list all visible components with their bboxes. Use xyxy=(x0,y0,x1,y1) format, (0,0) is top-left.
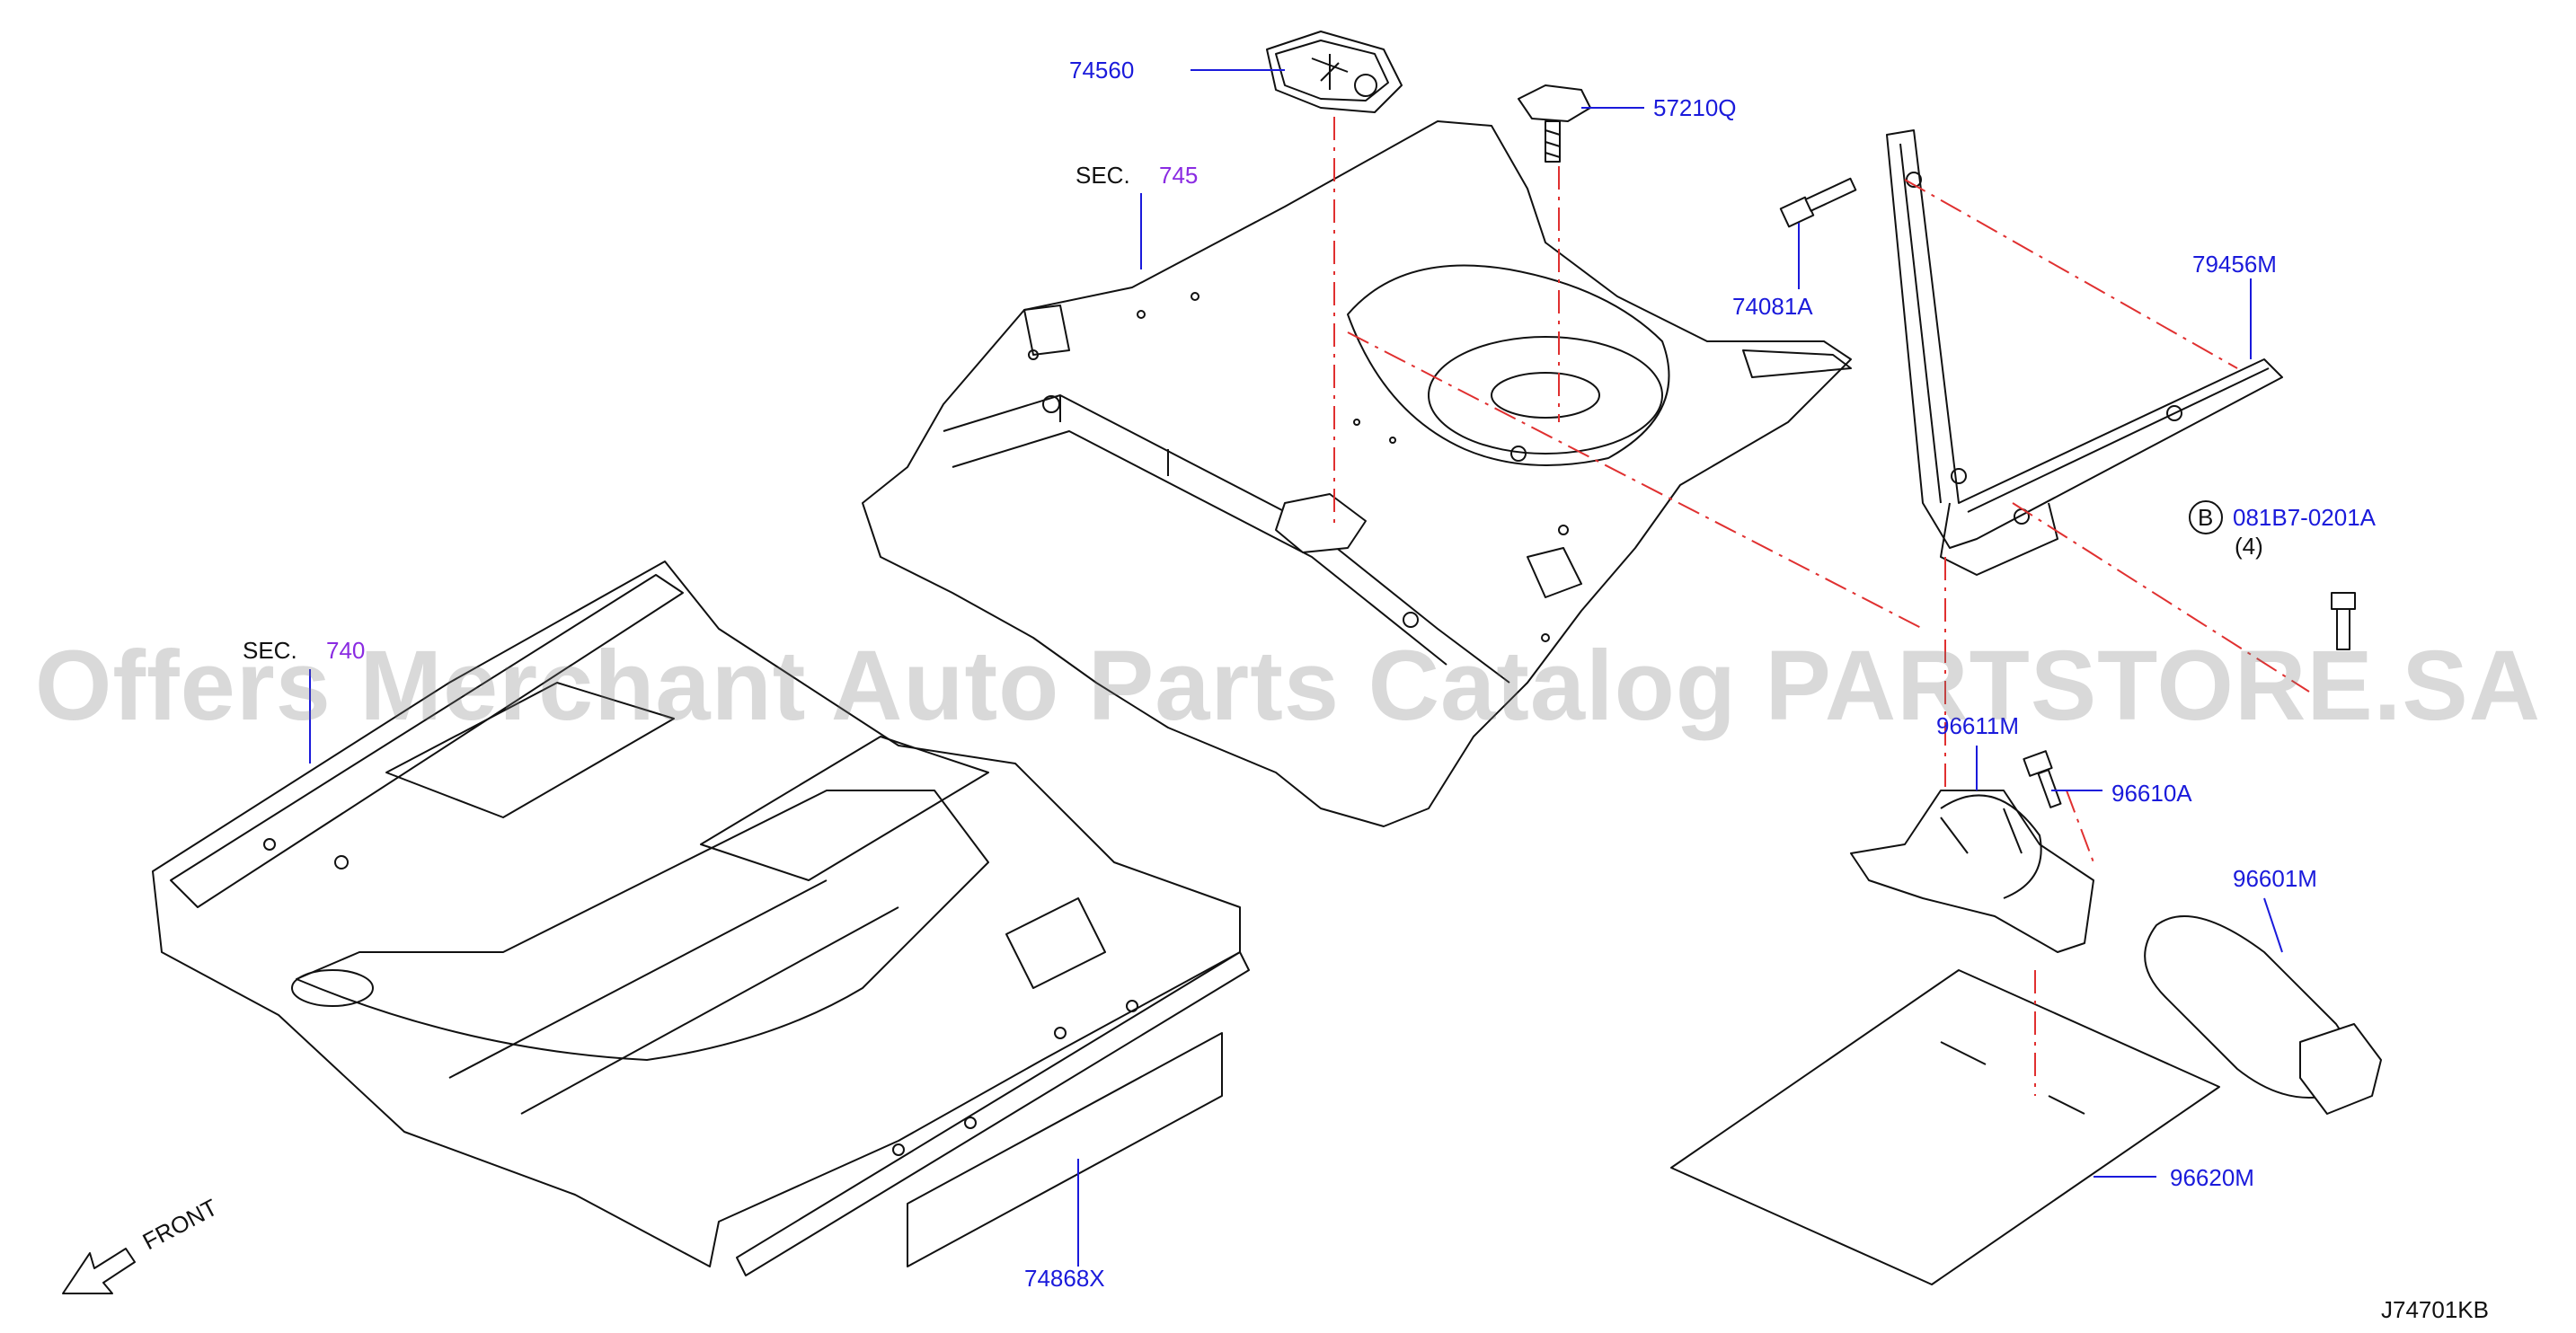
front-arrow-icon xyxy=(62,1248,136,1294)
bolt-96610A xyxy=(2023,750,2062,808)
sheet-96620M xyxy=(1670,969,2220,1285)
knob-57210Q xyxy=(1518,84,1591,163)
watermark-text: Offers Merchant Auto Parts Catalog PARTS… xyxy=(34,631,2542,741)
part-qty-081B7: (4) xyxy=(2235,533,2263,560)
part-label-74868X[interactable]: 74868X xyxy=(1024,1265,1105,1292)
badge-circle xyxy=(2189,500,2223,534)
part-label-96620M[interactable]: 96620M xyxy=(2170,1164,2254,1191)
bolt-081B7 xyxy=(2331,592,2356,650)
part-label-74081A[interactable]: 74081A xyxy=(1732,293,1813,320)
section-link-740[interactable]: 740 xyxy=(326,637,365,664)
leader-lines xyxy=(309,69,2283,1267)
clamp-96611M xyxy=(1850,790,2094,953)
part-label-96610A[interactable]: 96610A xyxy=(2111,780,2192,807)
bracket-79456M xyxy=(1886,129,2283,576)
rear-floor-panel xyxy=(862,120,1852,827)
part-label-74560[interactable]: 74560 xyxy=(1069,57,1134,84)
part-label-57210Q[interactable]: 57210Q xyxy=(1653,94,1737,121)
front-label: FRONT xyxy=(138,1194,222,1256)
front-floor-panel xyxy=(152,561,1250,1276)
section-link-745[interactable]: 745 xyxy=(1159,162,1198,189)
part-label-081B7-0201A[interactable]: 081B7-0201A xyxy=(2233,504,2377,531)
part-label-79456M[interactable]: 79456M xyxy=(2192,251,2277,278)
cap-74560 xyxy=(1266,31,1403,113)
extinguisher-96601M xyxy=(2144,915,2382,1115)
diagram-code: J74701KB xyxy=(2381,1296,2489,1323)
part-label-96611M[interactable]: 96611M xyxy=(1936,712,2019,739)
section-prefix-745: SEC. xyxy=(1076,162,1130,189)
dashed-guide-lines xyxy=(1333,117,2310,1096)
bolt-74081A xyxy=(1779,177,1857,228)
badge-letter: B xyxy=(2198,504,2213,531)
floor-mat-shape xyxy=(907,1032,1223,1267)
section-prefix-740: SEC. xyxy=(243,637,297,664)
part-label-96601M[interactable]: 96601M xyxy=(2233,865,2317,892)
